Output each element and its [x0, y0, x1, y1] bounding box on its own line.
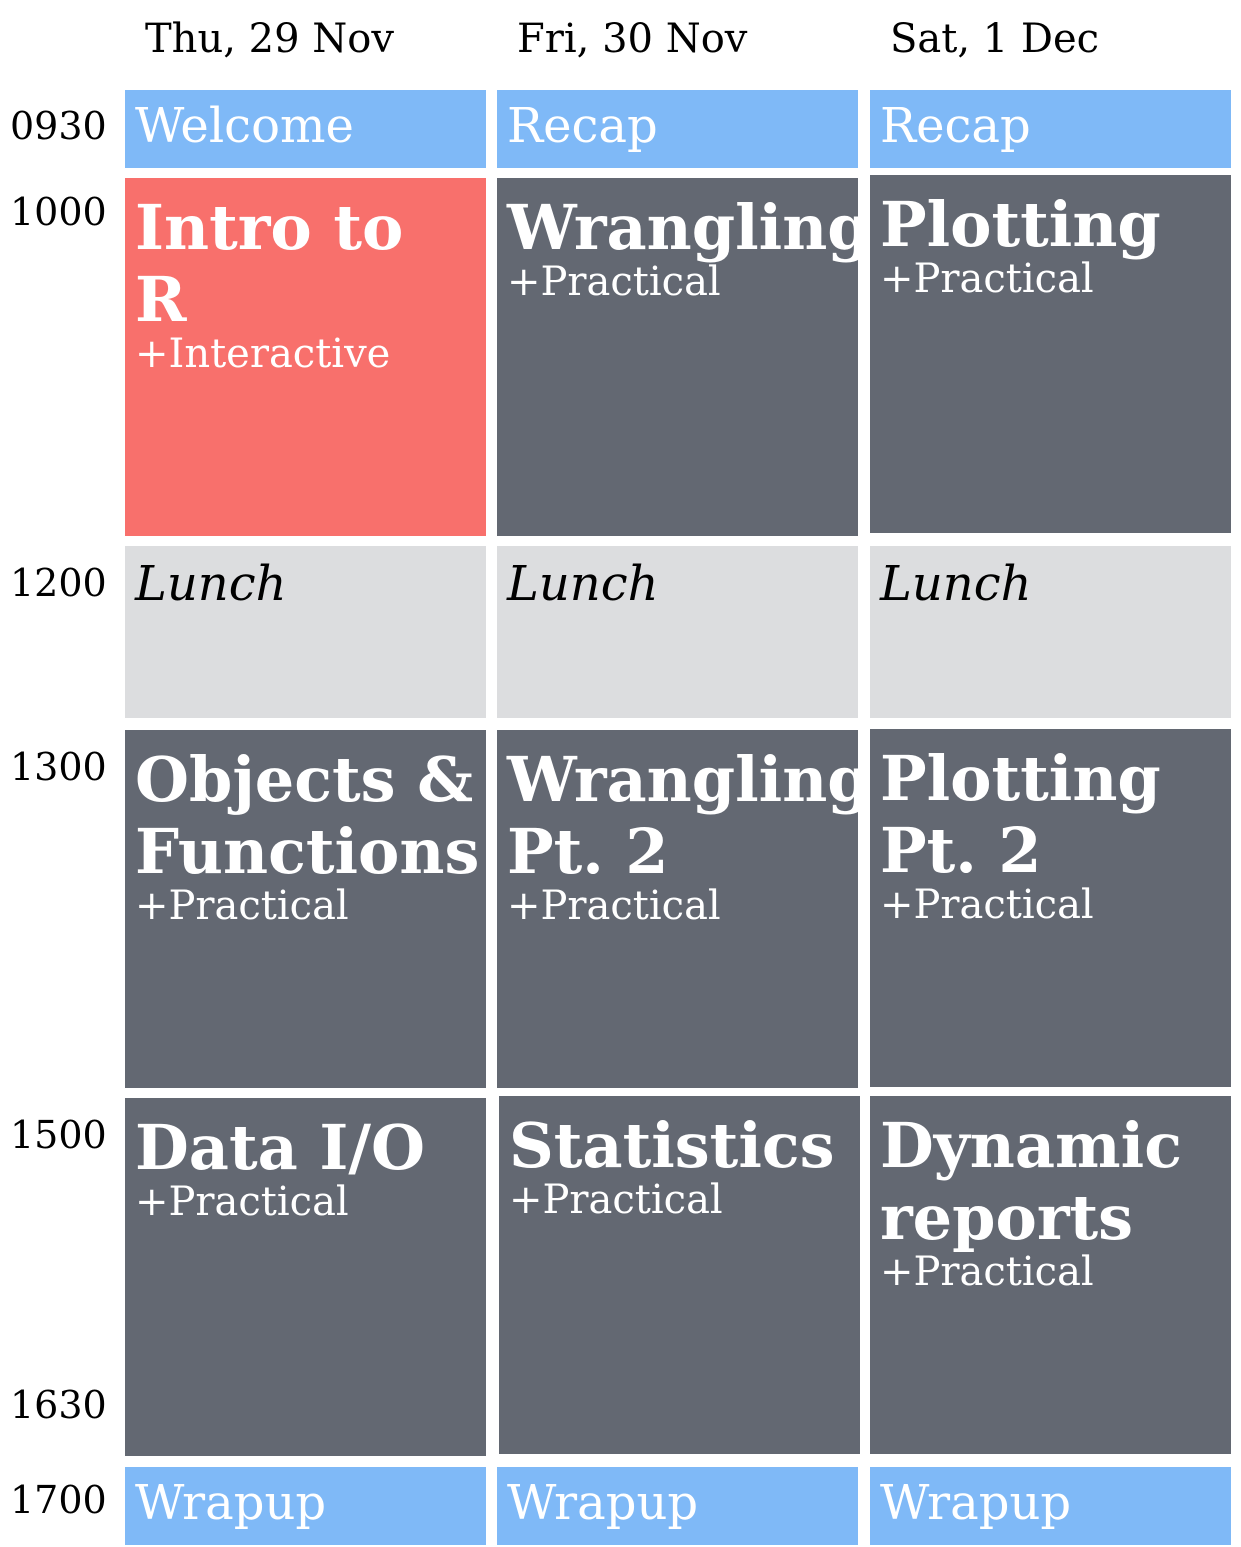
session-subtitle: +Practical: [880, 256, 1094, 302]
session-subtitle: +Practical: [507, 883, 721, 929]
session-lunch-fri: Lunch: [497, 546, 858, 718]
session-title: Wrapup: [507, 1475, 699, 1531]
session-recap-fri: Recap: [497, 90, 858, 168]
session-title: Objects &: [135, 743, 474, 816]
time-label-1200: 1200: [10, 561, 107, 605]
session-data-io: Data I/O +Practical: [125, 1098, 486, 1456]
session-statistics: Statistics +Practical: [499, 1096, 860, 1454]
session-title: Recap: [507, 98, 658, 154]
session-subtitle: +Practical: [135, 883, 349, 929]
session-lunch-sat: Lunch: [870, 546, 1231, 718]
session-title: Wrapup: [135, 1475, 327, 1531]
session-title: Wrapup: [880, 1475, 1072, 1531]
session-title-line2: Pt. 2: [507, 815, 669, 888]
time-label-1700: 1700: [10, 1478, 107, 1522]
session-title: Data I/O: [135, 1111, 425, 1184]
session-subtitle: +Practical: [135, 1179, 349, 1225]
session-title: Lunch: [507, 556, 659, 612]
session-subtitle: +Practical: [880, 1249, 1094, 1295]
day-header-thu: Thu, 29 Nov: [145, 16, 394, 62]
time-label-1300: 1300: [10, 745, 107, 789]
session-dynamic-reports: Dynamic reports +Practical: [870, 1096, 1231, 1454]
session-subtitle: +Practical: [507, 259, 721, 305]
session-title: Statistics: [509, 1109, 835, 1182]
session-wrapup-thu: Wrapup: [125, 1467, 486, 1545]
session-title: Welcome: [135, 98, 354, 154]
session-title: Intro to R: [135, 191, 404, 336]
session-title: Lunch: [135, 556, 287, 612]
session-title: Recap: [880, 98, 1031, 154]
session-title: Lunch: [880, 556, 1032, 612]
session-plotting-pt2: Plotting Pt. 2 +Practical: [870, 729, 1231, 1087]
session-subtitle: +Interactive: [135, 331, 391, 377]
session-title: Plotting: [880, 742, 1161, 815]
time-label-1630: 1630: [10, 1383, 107, 1427]
session-subtitle: +Practical: [509, 1177, 723, 1223]
session-wrapup-fri: Wrapup: [497, 1467, 858, 1545]
session-lunch-thu: Lunch: [125, 546, 486, 718]
session-title: Wrangling: [507, 743, 858, 816]
session-wrapup-sat: Wrapup: [870, 1467, 1231, 1545]
session-wrangling-pt2: Wrangling Pt. 2 +Practical: [497, 730, 858, 1088]
session-objects-functions: Objects & Functions +Practical: [125, 730, 486, 1088]
session-title-line2: reports: [880, 1181, 1134, 1254]
session-title-line2: Pt. 2: [880, 814, 1042, 887]
day-header-fri: Fri, 30 Nov: [517, 16, 748, 62]
day-header-sat: Sat, 1 Dec: [890, 16, 1100, 62]
session-title-line2: Functions: [135, 815, 480, 888]
time-label-1000: 1000: [10, 190, 107, 234]
session-recap-sat: Recap: [870, 90, 1231, 168]
time-label-0930: 0930: [10, 104, 107, 148]
session-title: Dynamic: [880, 1109, 1182, 1182]
session-intro-to-r: Intro to R +Interactive: [125, 178, 486, 536]
session-title: Plotting: [880, 188, 1161, 261]
session-plotting: Plotting +Practical: [870, 175, 1231, 533]
time-label-1500: 1500: [10, 1113, 107, 1157]
session-title: Wrangling: [507, 191, 858, 264]
session-wrangling: Wrangling +Practical: [497, 178, 858, 536]
session-welcome: Welcome: [125, 90, 486, 168]
session-subtitle: +Practical: [880, 882, 1094, 928]
